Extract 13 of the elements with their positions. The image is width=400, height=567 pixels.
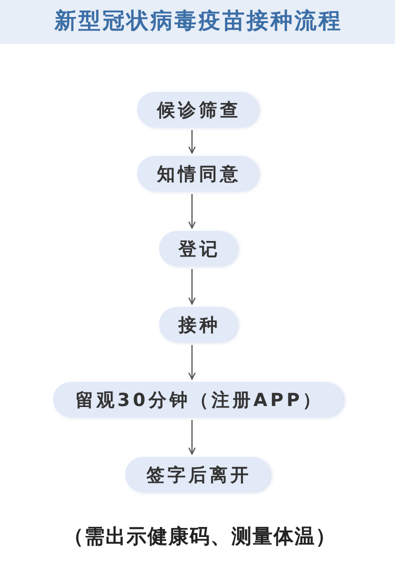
caption: （需出示健康码、测量体温） (64, 523, 336, 550)
arrow (188, 420, 196, 455)
arrow (188, 130, 196, 154)
arrow (188, 345, 196, 380)
arrow (188, 194, 196, 229)
process-box: 登记 (159, 231, 237, 266)
process-box: 签字后离开 (125, 457, 270, 492)
process-box: 留观30分钟（注册APP） (53, 382, 343, 417)
process-box: 知情同意 (137, 156, 258, 191)
process-box: 候诊筛查 (137, 92, 258, 127)
arrow (188, 269, 196, 305)
title: 新型冠状病毒疫苗接种流程 (53, 8, 342, 36)
process-box: 接种 (159, 307, 237, 342)
